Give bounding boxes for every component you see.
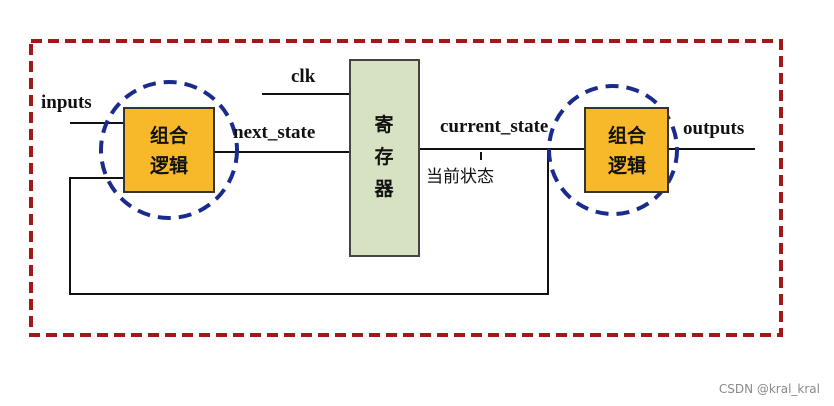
right-logic-block [584, 107, 669, 193]
outer-dashed-frame [29, 39, 783, 337]
right-logic-highlight-circle [547, 84, 679, 216]
inputs-label: inputs [41, 92, 92, 113]
clk-label: clk [291, 66, 316, 87]
outputs-label: outputs [683, 118, 744, 139]
next-state-label: next_state [233, 122, 315, 143]
left-logic-line2: 逻辑 [150, 154, 188, 177]
left-logic-block [123, 107, 215, 193]
left-logic-line1: 组合 [150, 124, 189, 147]
right-logic-line1: 组合 [608, 124, 647, 147]
current-state-label: current_state [440, 116, 548, 137]
watermark: CSDN @kral_kral [718, 382, 820, 396]
right-logic-line2: 逻辑 [608, 154, 646, 177]
left-logic-highlight-circle [99, 80, 239, 220]
register-char-2: 存 [374, 145, 393, 168]
register-block [349, 59, 420, 257]
feedback-wire [69, 149, 549, 295]
register-char-3: 器 [373, 178, 394, 200]
register-char-1: 寄 [374, 113, 393, 136]
current-state-cn-label: 当前状态 [426, 167, 494, 187]
